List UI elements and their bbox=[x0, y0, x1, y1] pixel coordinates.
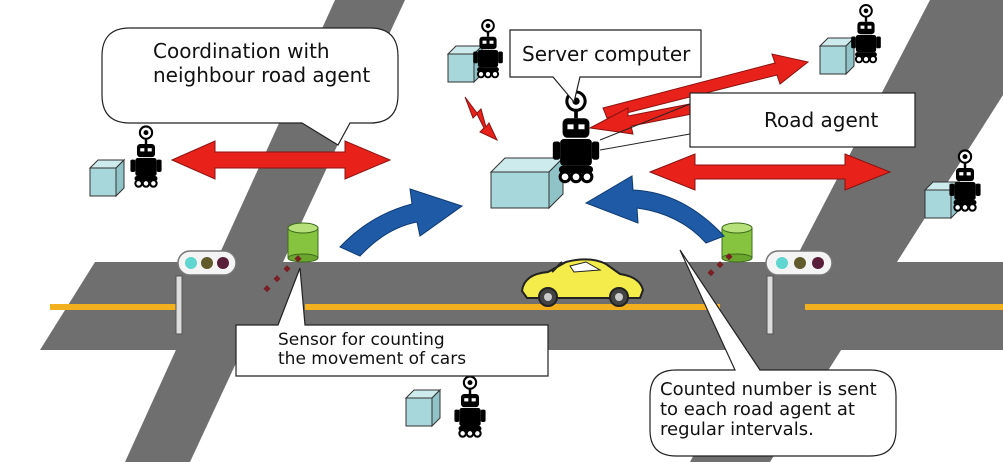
counted-label-line2: to each road agent at bbox=[660, 399, 855, 420]
robot-icon bbox=[453, 375, 487, 438]
road-agent-label: Road agent bbox=[764, 108, 878, 132]
lane-marking-center bbox=[305, 304, 720, 310]
data-flow-arrow-right bbox=[584, 175, 725, 244]
counted-label-line1: Counted number is sent bbox=[660, 379, 877, 400]
coordination-arrow-left bbox=[170, 140, 392, 180]
agent-box-icon bbox=[447, 45, 483, 83]
coordination-arrow-upper-right bbox=[602, 53, 810, 119]
coordination-arrow-top bbox=[464, 96, 499, 142]
road-agent-callout: Road agent bbox=[599, 92, 916, 151]
server-box-icon bbox=[489, 156, 565, 210]
sensor-callout: Sensor for counting the movement of cars bbox=[235, 267, 549, 377]
counted-label-line3: regular intervals. bbox=[660, 419, 814, 440]
robot-icon bbox=[850, 3, 882, 64]
server-robot-icon bbox=[551, 90, 601, 184]
sensor-label-line1: Sensor for counting bbox=[278, 330, 445, 350]
coordination-arrow-right bbox=[648, 153, 892, 191]
server-computer-label: Server computer bbox=[522, 42, 691, 66]
agent-box-icon bbox=[89, 159, 125, 197]
traffic-light-icon bbox=[175, 250, 237, 335]
coordination-callout: Coordination with neighbour road agent bbox=[101, 27, 399, 146]
traffic-light-icon bbox=[765, 250, 833, 335]
counted-number-callout: Counted number is sent to each road agen… bbox=[649, 249, 897, 457]
agent-box-icon bbox=[819, 37, 855, 75]
agent-box-icon bbox=[405, 389, 441, 427]
lane-marking-right bbox=[805, 304, 1003, 310]
right-diagonal-road bbox=[690, 0, 1003, 462]
coordination-label-line2: neighbour road agent bbox=[153, 63, 370, 87]
car-icon bbox=[520, 258, 645, 307]
lane-marking-left bbox=[50, 304, 180, 310]
sensor-icon bbox=[707, 222, 753, 277]
sensor-icon bbox=[263, 222, 319, 293]
coordination-label-line1: Coordination with bbox=[153, 39, 330, 63]
data-flow-arrow-left bbox=[339, 188, 464, 257]
server-computer-callout: Server computer bbox=[509, 29, 702, 104]
sensor-label-line2: the movement of cars bbox=[278, 349, 466, 369]
robot-icon bbox=[129, 125, 163, 188]
